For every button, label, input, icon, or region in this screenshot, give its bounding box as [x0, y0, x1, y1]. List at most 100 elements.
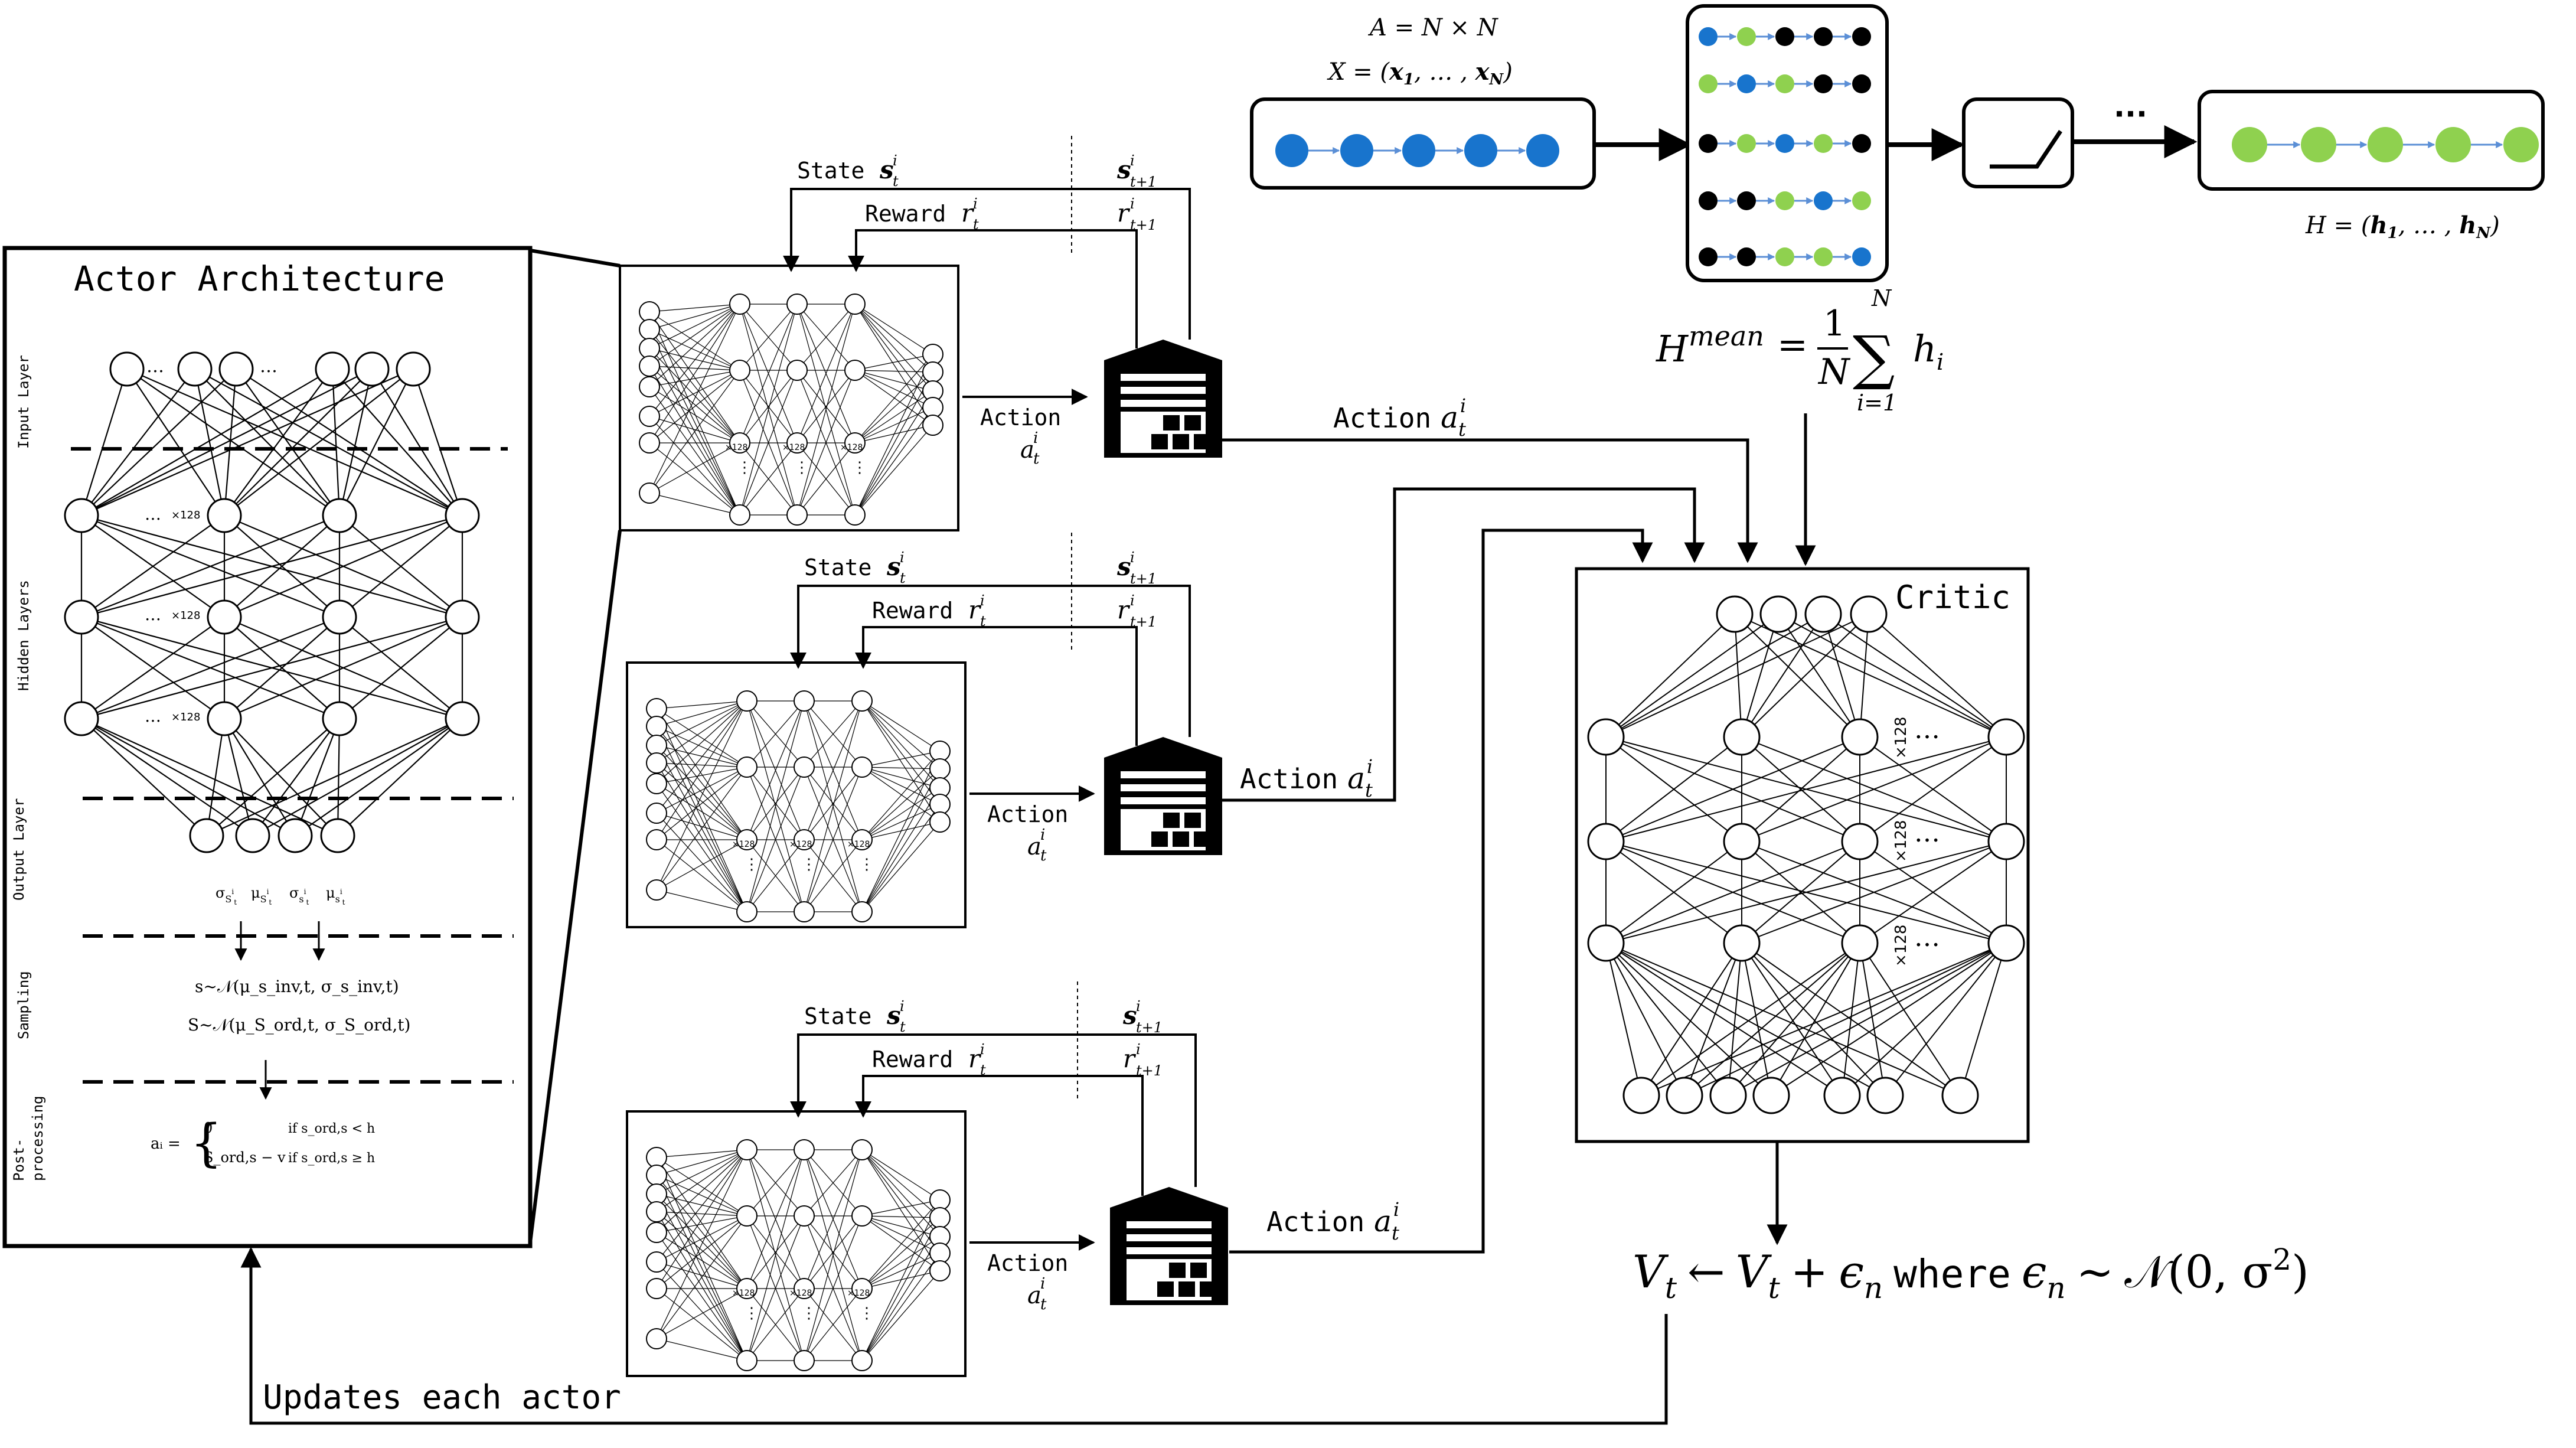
- neuron: [929, 1207, 951, 1228]
- edge: [854, 371, 933, 516]
- edge: [796, 304, 856, 371]
- edge: [861, 1199, 941, 1361]
- edge: [854, 304, 933, 408]
- edge: [746, 839, 805, 912]
- neuron: [639, 356, 660, 377]
- edge: [339, 515, 463, 618]
- edge: [1641, 942, 1860, 1096]
- edge: [1778, 614, 2007, 738]
- edge: [194, 368, 226, 516]
- state-label: State: [804, 1003, 871, 1029]
- edge: [1684, 942, 1860, 1096]
- edge: [206, 718, 340, 836]
- neuron: [736, 1205, 758, 1227]
- edge: [1842, 942, 2007, 1096]
- reward-loop: [855, 1075, 1144, 1196]
- edge: [81, 368, 414, 517]
- edge: [1868, 614, 2007, 738]
- edge: [804, 1215, 863, 1361]
- mp-node: [1814, 27, 1833, 46]
- reward-sup: i: [973, 195, 978, 212]
- edge: [81, 718, 207, 836]
- neuron: [844, 360, 866, 381]
- neuron: [922, 397, 943, 418]
- hidden-neuron: [64, 599, 99, 635]
- neuron: [736, 829, 758, 850]
- critic-neuron: [1987, 823, 2025, 860]
- x128-label: ×128: [847, 840, 870, 849]
- edge: [656, 1215, 747, 1233]
- edge: [656, 767, 747, 814]
- hidden-neuron: [322, 599, 357, 635]
- edge: [656, 1149, 747, 1339]
- edge: [854, 390, 933, 443]
- edge: [861, 1215, 941, 1218]
- input-neuron: [218, 351, 254, 387]
- edge: [339, 368, 414, 516]
- edge: [656, 1215, 747, 1263]
- hmean-sup: mean: [1689, 320, 1764, 352]
- hmean-H: H: [1656, 327, 1689, 370]
- updates-each-actor-label: Updates each actor: [263, 1378, 621, 1417]
- critic-neuron: [1759, 595, 1797, 633]
- edge: [861, 821, 941, 912]
- mp-node: [1775, 247, 1794, 266]
- edge: [746, 1149, 805, 1289]
- edge: [854, 304, 933, 426]
- edge: [1605, 942, 1843, 1096]
- embedding-equation: H = (h1, … , hN): [2305, 211, 2500, 242]
- neuron: [844, 504, 866, 526]
- neuron: [929, 811, 951, 833]
- edge: [861, 787, 941, 840]
- agent-action-symbol: a: [1027, 833, 1041, 860]
- edge: [649, 366, 740, 371]
- edge: [861, 1199, 941, 1217]
- edge: [1641, 942, 2007, 1096]
- mp-node: [1737, 191, 1756, 210]
- mp-node: [1852, 191, 1871, 210]
- input-dots-1: …: [146, 356, 164, 377]
- edge: [656, 700, 747, 814]
- edge: [81, 616, 340, 720]
- actor-architecture-panel: Actor Architecture Input Layer Hidden La…: [2, 246, 533, 1248]
- edge: [656, 767, 747, 784]
- edge: [1842, 942, 1860, 1096]
- output-node: [2503, 127, 2539, 162]
- edge: [649, 329, 740, 443]
- edge: [861, 787, 941, 912]
- mp-node: [1814, 134, 1833, 153]
- hidden-neuron: [207, 498, 242, 533]
- agent-network: ×128⋮×128⋮×128⋮: [646, 690, 951, 922]
- warehouse-shutter: [1121, 797, 1206, 804]
- next-reward-sub: t+1: [1130, 614, 1157, 630]
- edge: [656, 1261, 747, 1289]
- input-neuron: [396, 351, 431, 387]
- hidden-neuron: [445, 599, 480, 635]
- neuron: [922, 415, 943, 436]
- next-reward-sup: i: [1130, 592, 1135, 609]
- edge: [656, 1157, 747, 1289]
- warehouse-icon: [1110, 1187, 1228, 1305]
- edge: [649, 366, 740, 443]
- edge: [656, 1193, 747, 1217]
- edge: [861, 804, 941, 912]
- label-input-layer: Input Layer: [15, 355, 32, 449]
- neuron: [729, 360, 750, 381]
- neuron: [794, 756, 815, 778]
- next-state-sub: t+1: [1130, 570, 1157, 587]
- edge: [412, 368, 463, 516]
- edge: [656, 745, 747, 768]
- edge: [861, 1215, 941, 1254]
- input-dots-2: …: [260, 356, 277, 377]
- edge: [1859, 614, 1869, 738]
- reward-sub: t: [973, 216, 979, 233]
- edge: [804, 700, 863, 840]
- edge: [126, 368, 225, 516]
- edge: [1605, 841, 1860, 944]
- edge: [1741, 614, 1824, 738]
- edge: [1771, 942, 2007, 1096]
- hidden-x128-1: ×128: [171, 509, 200, 521]
- edge: [252, 718, 463, 836]
- edge: [804, 767, 863, 840]
